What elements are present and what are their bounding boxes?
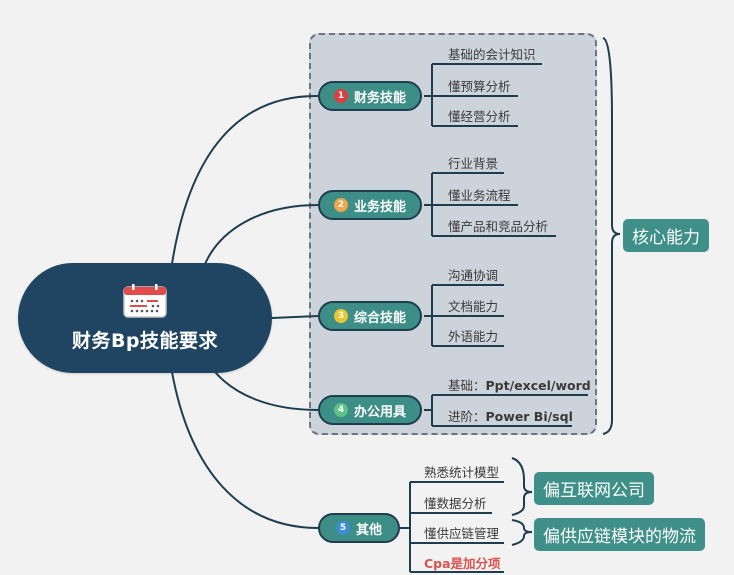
leaf-product-competitor-analysis[interactable]: 懂产品和竞品分析: [448, 219, 549, 234]
number-badge-4-icon: 4: [333, 403, 348, 417]
leaf-budget-analysis[interactable]: 懂预算分析: [448, 79, 511, 94]
branch-label: 其他: [355, 522, 382, 538]
leaf-industry-background[interactable]: 行业背景: [448, 156, 499, 171]
number-badge-1-icon: 1: [333, 89, 348, 103]
leaf-prefix: 基础：: [448, 378, 486, 393]
leaf-operations-analysis[interactable]: 懂经营分析: [448, 109, 511, 124]
leaf-basic-tools[interactable]: 基础：Ppt/excel/word: [448, 375, 591, 394]
branch-label: 综合技能: [353, 310, 406, 326]
leaf-advanced-tools[interactable]: 进阶：Power Bi/sql: [448, 406, 573, 425]
summary-tag-internet-companies[interactable]: 偏互联网公司: [534, 472, 654, 505]
leaf-prefix: 进阶：: [448, 409, 486, 424]
summary-tag-supply-chain-logistics[interactable]: 偏供应链模块的物流: [534, 518, 705, 551]
leaf-supply-chain-management[interactable]: 懂供应链管理: [424, 526, 500, 541]
leaf-data-analysis[interactable]: 懂数据分析: [424, 496, 487, 511]
branch-business-skills[interactable]: 2 业务技能: [318, 190, 422, 220]
number-badge-2-icon: 2: [333, 198, 348, 212]
leaf-documentation[interactable]: 文档能力: [448, 299, 499, 314]
leaf-basic-accounting[interactable]: 基础的会计知识: [448, 47, 536, 62]
branch-general-skills[interactable]: 3 综合技能: [318, 301, 422, 331]
leaf-business-process[interactable]: 懂业务流程: [448, 188, 511, 203]
summary-tag-core-abilities[interactable]: 核心能力: [623, 219, 709, 252]
number-badge-3-icon: 3: [333, 309, 348, 323]
leaf-communication[interactable]: 沟通协调: [448, 268, 499, 283]
leaf-statistical-models[interactable]: 熟悉统计模型: [424, 465, 500, 480]
branch-others[interactable]: 5 其他: [318, 513, 400, 543]
leaf-foreign-language[interactable]: 外语能力: [448, 329, 499, 344]
number-badge-5-icon: 5: [335, 521, 350, 535]
branch-label: 财务技能: [353, 90, 406, 106]
branch-label: 业务技能: [353, 199, 406, 215]
leaf-value: Ppt/excel/word: [485, 378, 591, 393]
root-node[interactable]: 财务Bp技能要求: [18, 263, 272, 373]
branch-label: 办公用具: [353, 404, 406, 420]
leaf-cpa-bonus[interactable]: Cpa是加分项: [424, 556, 501, 571]
calendar-icon: [122, 283, 168, 318]
branch-financial-skills[interactable]: 1 财务技能: [318, 81, 422, 111]
root-title: 财务Bp技能要求: [71, 329, 219, 352]
leaf-value: Power Bi/sql: [485, 409, 573, 424]
branch-office-tools[interactable]: 4 办公用具: [318, 395, 422, 425]
